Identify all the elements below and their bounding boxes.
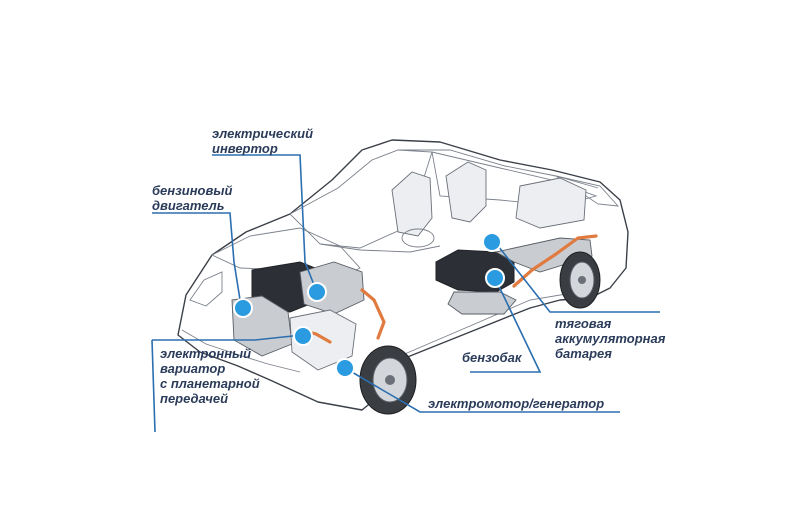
leader-motor	[344, 367, 620, 413]
marker-fuel-tank	[485, 268, 505, 288]
label-variator-line2: вариатор	[160, 361, 226, 376]
label-battery-line3: батарея	[555, 346, 612, 361]
car-body-outline	[177, 139, 629, 411]
front-seat	[391, 171, 433, 237]
leader-lines	[151, 154, 660, 433]
label-inverter: электрический инвертор	[212, 126, 313, 156]
label-fuel-tank-text: бензобак	[462, 350, 522, 365]
label-fuel-tank: бензобак	[462, 350, 521, 365]
label-variator-line4: передачей	[160, 391, 229, 406]
rear-wheel	[559, 251, 601, 309]
front-seat-2	[445, 161, 487, 223]
marker-motor	[335, 358, 355, 378]
label-variator-line1: электронный	[160, 346, 252, 361]
leader-variator-h	[152, 334, 303, 341]
marker-variator	[293, 326, 313, 346]
marker-engine	[233, 298, 253, 318]
label-variator-line3: с планетарной	[160, 376, 260, 391]
leader-fuel-tank	[470, 277, 542, 373]
dashboard	[319, 243, 441, 253]
leader-variator	[151, 339, 156, 433]
label-inverter-line1: электрический	[212, 126, 314, 141]
label-inverter-line2: инвертор	[212, 141, 278, 156]
leader-battery	[494, 241, 660, 313]
label-battery-line1: тяговая	[555, 316, 612, 331]
leader-engine	[152, 212, 242, 307]
hood	[210, 227, 361, 279]
steering-wheel	[401, 228, 435, 248]
label-engine-line2: двигатель	[152, 198, 225, 213]
hv-cable-rear	[512, 234, 598, 288]
headlight	[189, 271, 223, 307]
marker-battery	[482, 232, 502, 252]
roof-line	[398, 149, 599, 189]
label-motor: электромотор/генератор	[428, 396, 604, 411]
label-motor-text: электромотор/генератор	[428, 396, 605, 411]
leader-inverter	[212, 154, 317, 291]
front-wheel	[359, 345, 417, 415]
rear-seat	[515, 177, 587, 229]
battery-pack	[435, 249, 515, 293]
label-engine-line1: бензиновый	[152, 183, 233, 198]
marker-inverter	[307, 282, 327, 302]
car-illustration	[177, 139, 629, 415]
label-battery-line2: аккумуляторная	[555, 331, 666, 346]
label-variator: электронный вариатор с планетарной перед…	[160, 346, 260, 406]
fuel-tank-shape	[447, 291, 517, 315]
label-battery: тяговая аккумуляторная батарея	[555, 316, 665, 361]
label-engine: бензиновый двигатель	[152, 183, 232, 213]
markers	[233, 232, 505, 378]
hv-cable-front	[360, 288, 386, 340]
transaxle	[289, 309, 357, 371]
